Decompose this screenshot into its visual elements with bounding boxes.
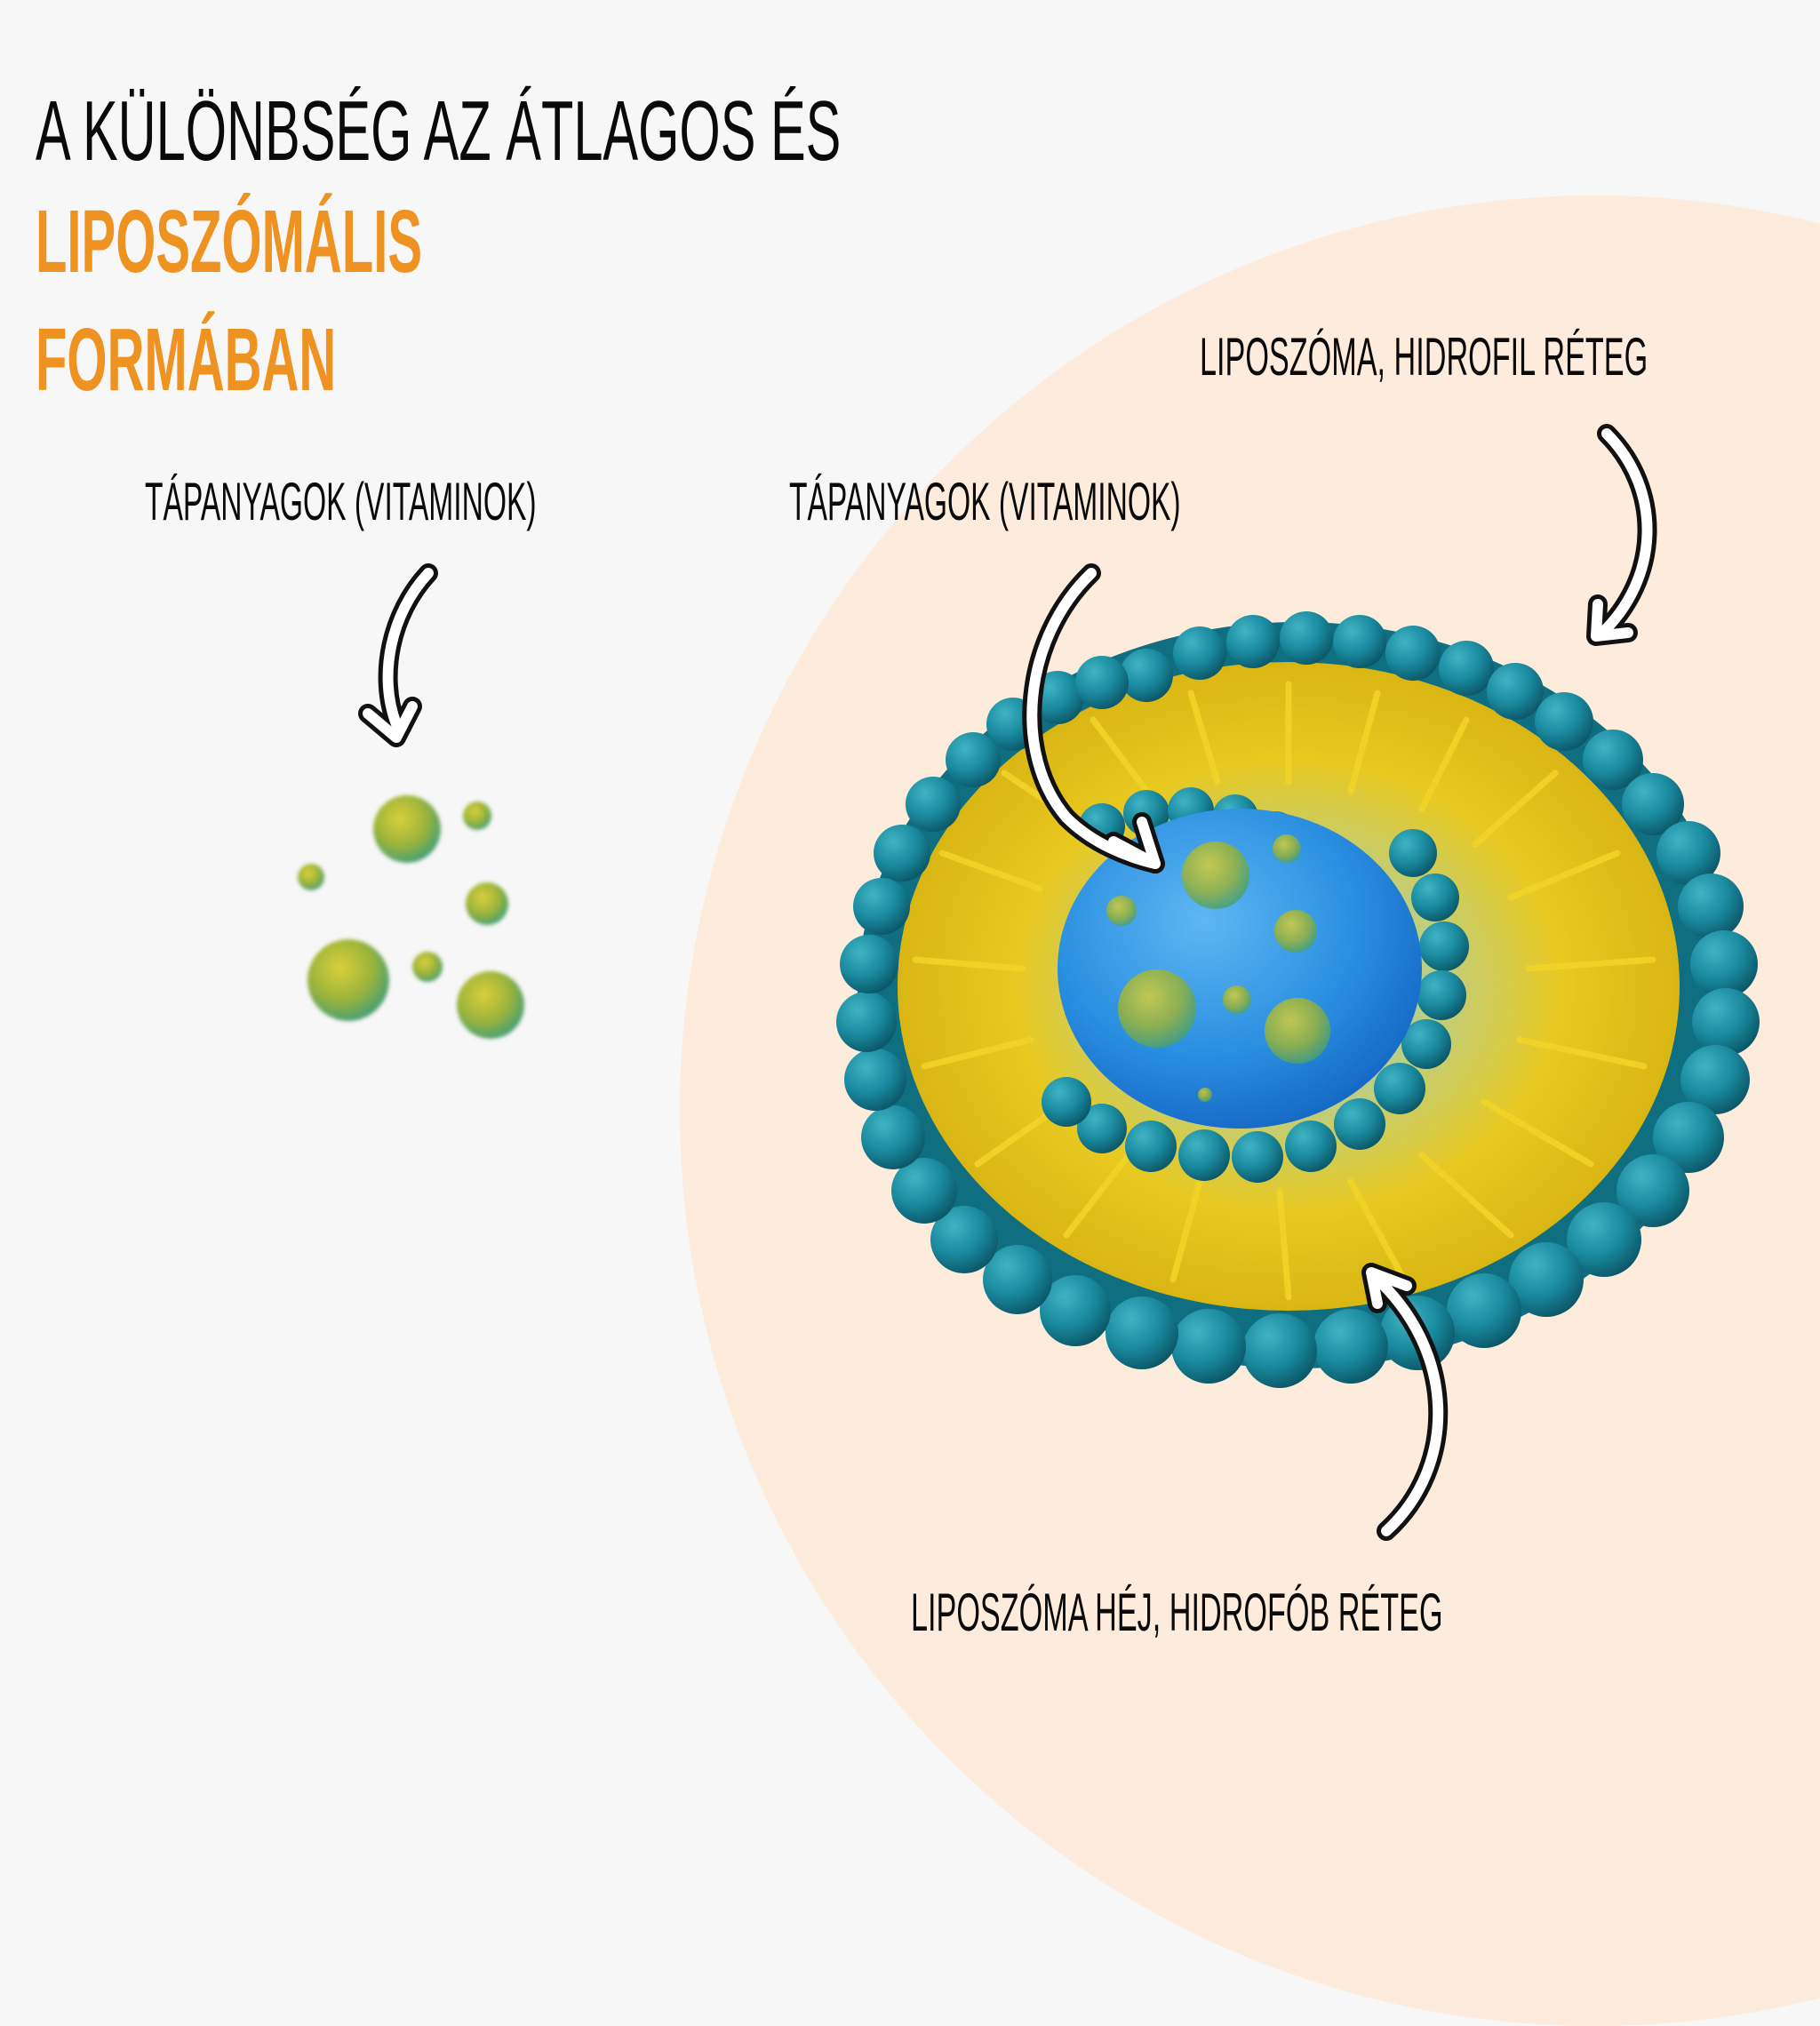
- liposome: [836, 611, 1760, 1388]
- label-hydrophobic-shell: LIPOSZÓMA HÉJ, HIDROFÓB RÉTEG: [911, 1583, 1443, 1642]
- arrow-hydrophilic-icon: [1586, 424, 1657, 646]
- label-encapsulated-nutrients: TÁPANYAGOK (VITAMINOK): [789, 472, 1181, 531]
- encapsulated-nutrients: [1106, 834, 1330, 1102]
- label-free-nutrients: TÁPANYAGOK (VITAMINOK): [145, 472, 537, 531]
- arrows: [358, 424, 1657, 1541]
- title-line-1: A KÜLÖNBSÉG AZ ÁTLAGOS ÉS: [36, 84, 842, 179]
- arrow-free-nutrients-icon: [358, 563, 438, 747]
- label-hydrophilic-layer: LIPOSZÓMA, HIDROFIL RÉTEG: [1200, 327, 1648, 387]
- liposome-core: [1058, 809, 1422, 1129]
- title-line-3: FORMÁBAN: [36, 310, 337, 410]
- arrow-encapsulated-nutrients-icon: [1022, 563, 1165, 873]
- arrow-hydrophobic-icon: [1361, 1263, 1449, 1541]
- title-line-2: LIPOSZÓMÁLIS: [36, 192, 422, 291]
- illustration: [298, 424, 1760, 1541]
- free-nutrient-particles: [298, 795, 524, 1039]
